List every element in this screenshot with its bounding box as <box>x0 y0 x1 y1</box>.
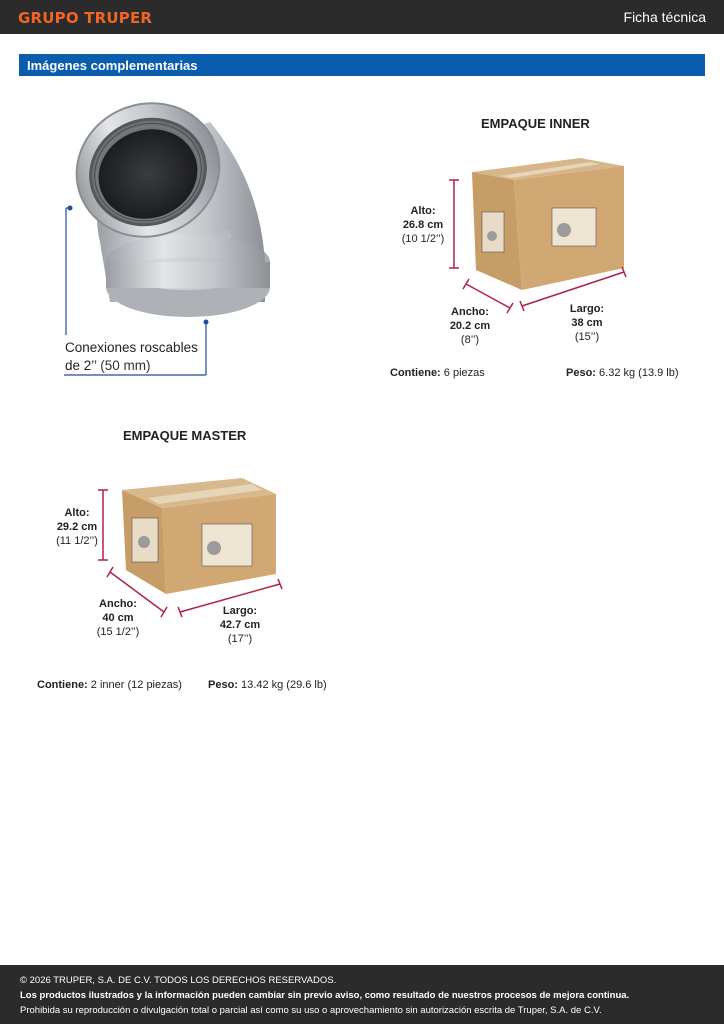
master-ancho-value: 40 cm <box>102 612 134 624</box>
top-bar: GRUPO TRUPER Ficha técnica <box>0 0 724 34</box>
master-alto: Alto: 29.2 cm (11 1/2’’) <box>50 506 104 548</box>
master-contiene: Contiene: 2 inner (12 piezas) <box>37 679 182 691</box>
master-largo-value: 42.7 cm <box>219 619 261 631</box>
inner-peso: Peso: 6.32 kg (13.9 lb) <box>566 367 679 379</box>
master-title: EMPAQUE MASTER <box>123 428 247 443</box>
footer-notice: Los productos ilustrados y la informació… <box>20 990 630 1001</box>
master-ancho-label: Ancho: <box>99 598 137 610</box>
master-largo-inch: (17’’) <box>227 633 253 645</box>
inner-contiene-label: Contiene: <box>390 367 441 379</box>
inner-alto-value: 26.8 cm <box>402 219 444 231</box>
inner-alto-inch: (10 1/2’’) <box>401 233 445 245</box>
master-ancho-inch: (15 1/2’’) <box>96 626 140 638</box>
inner-contiene: Contiene: 6 piezas <box>390 367 485 379</box>
inner-peso-label: Peso: <box>566 367 596 379</box>
callout-line2: de 2’’ (50 mm) <box>65 357 198 375</box>
inner-largo-value: 38 cm <box>571 317 603 329</box>
callout-line1: Conexiones roscables <box>65 340 198 355</box>
callout-lines <box>64 205 209 376</box>
master-ancho: Ancho: 40 cm (15 1/2’’) <box>90 597 146 639</box>
inner-largo-inch: (15’’) <box>574 331 600 343</box>
inner-contiene-value: 6 piezas <box>443 367 485 379</box>
product-elbow-image <box>75 102 270 317</box>
inner-largo: Largo: 38 cm (15’’) <box>562 302 612 344</box>
inner-alto: Alto: 26.8 cm (10 1/2’’) <box>398 204 448 246</box>
inner-ancho-inch: (8’’) <box>460 334 480 346</box>
brand-logo: GRUPO TRUPER <box>18 9 153 27</box>
callout-size: de 2’’ <box>65 358 97 373</box>
inner-ancho: Ancho: 20.2 cm (8’’) <box>444 305 496 347</box>
master-peso: Peso: 13.42 kg (29.6 lb) <box>208 679 327 691</box>
master-peso-value: 13.42 kg (29.6 lb) <box>241 679 327 691</box>
inner-ancho-label: Ancho: <box>451 306 489 318</box>
footer-copyright: © 2026 TRUPER, S.A. DE C.V. TODOS LOS DE… <box>20 975 337 986</box>
master-largo-label: Largo: <box>222 605 258 617</box>
master-contiene-value: 2 inner (12 piezas) <box>90 679 182 691</box>
section-title: Imágenes complementarias <box>27 58 198 73</box>
inner-largo-label: Largo: <box>569 303 605 315</box>
callout-mm: (50 mm) <box>100 358 151 373</box>
master-alto-value: 29.2 cm <box>56 521 98 533</box>
section-header: Imágenes complementarias <box>19 54 705 76</box>
master-box-image <box>98 478 283 618</box>
master-peso-label: Peso: <box>208 679 238 691</box>
inner-box-image <box>449 158 627 314</box>
inner-peso-value: 6.32 kg (13.9 lb) <box>599 367 679 379</box>
footer: © 2026 TRUPER, S.A. DE C.V. TODOS LOS DE… <box>0 965 724 1024</box>
inner-alto-label: Alto: <box>410 205 436 217</box>
document-type: Ficha técnica <box>623 9 706 25</box>
inner-title: EMPAQUE INNER <box>481 116 590 131</box>
master-alto-inch: (11 1/2’’) <box>56 535 98 547</box>
master-largo: Largo: 42.7 cm (17’’) <box>213 604 267 646</box>
footer-prohibition: Prohibida su reproducción o divulgación … <box>20 1005 602 1016</box>
master-contiene-label: Contiene: <box>37 679 88 691</box>
product-callout: Conexiones roscables de 2’’ (50 mm) <box>65 339 198 375</box>
inner-ancho-value: 20.2 cm <box>449 320 491 332</box>
master-alto-label: Alto: <box>64 507 90 519</box>
